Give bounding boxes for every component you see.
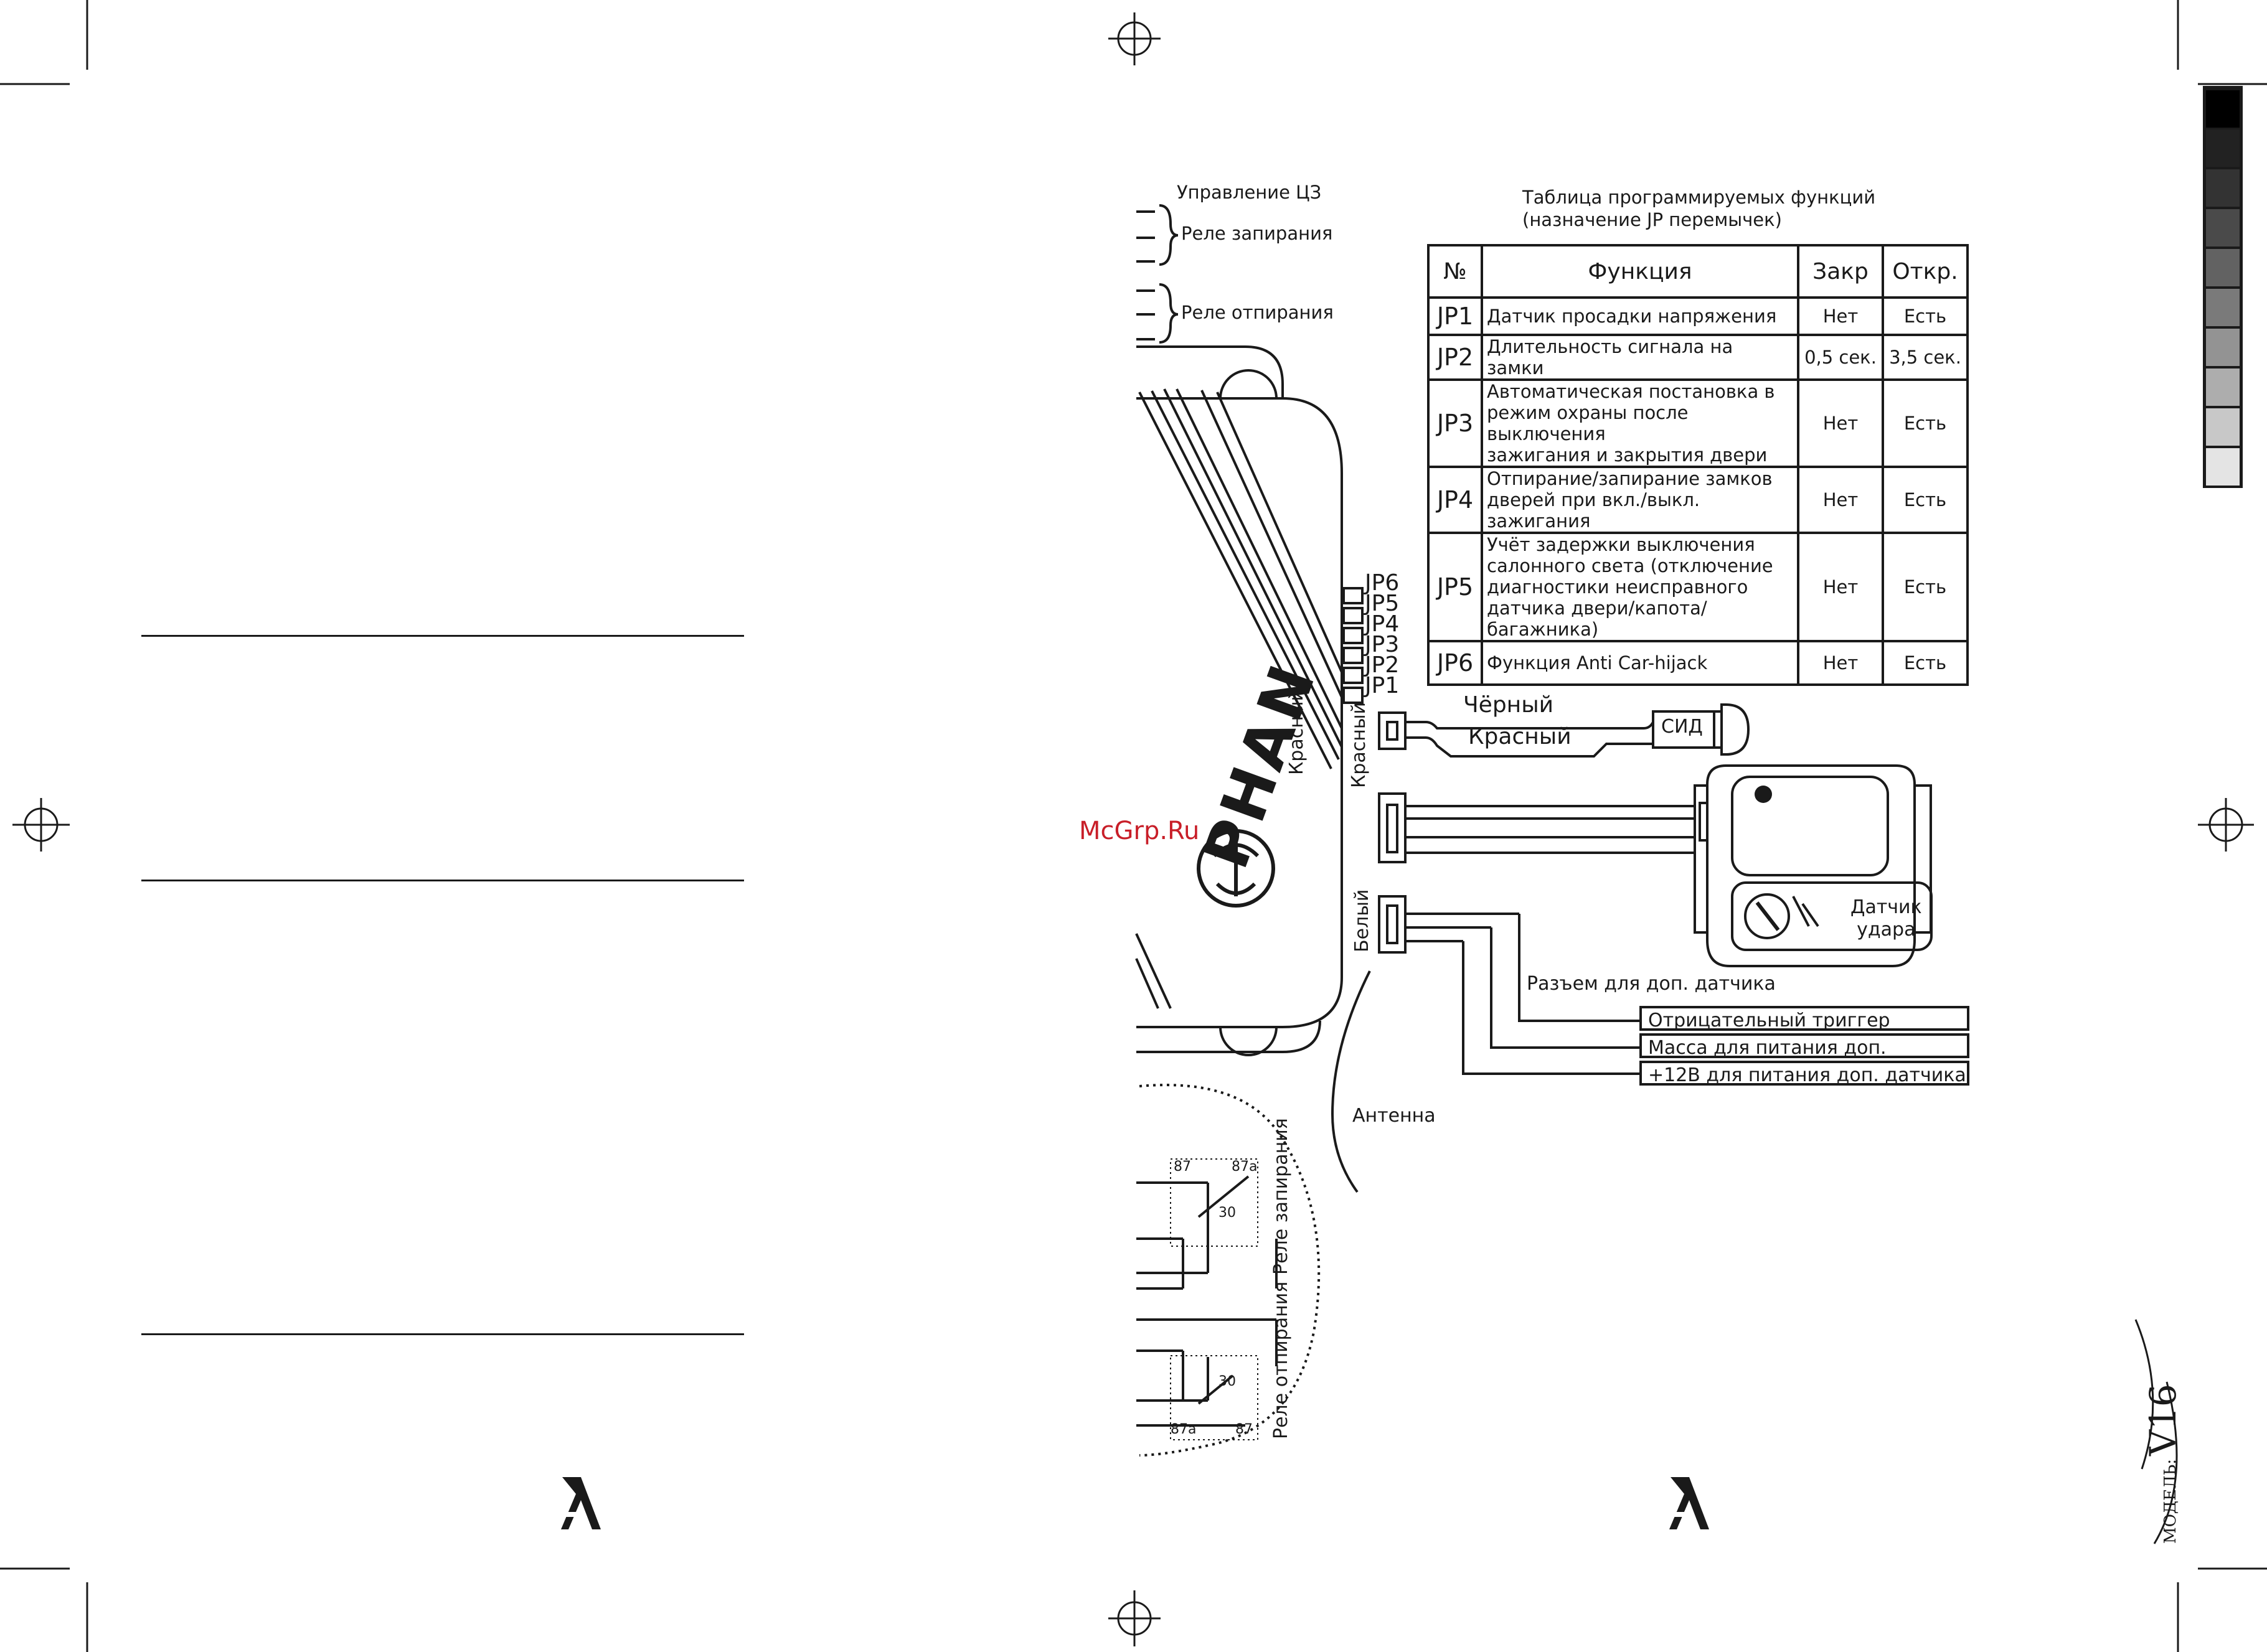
model-label: МОДЕЛЬ: V16 — [2142, 1384, 2184, 1544]
model-name: V16 — [2142, 1384, 2184, 1456]
extra-sensor-title: Разъем для доп. датчика — [1527, 973, 1776, 995]
jp-functions-table: № Функция Закр Откр. JP1 Датчик просадки… — [1427, 244, 1969, 686]
row-open: Есть — [1882, 378, 1969, 468]
table-subtitle: (назначение JP перемычек) — [1522, 209, 1782, 230]
jumper-jp1: JP1 — [1365, 673, 1400, 698]
rule-3 — [141, 1333, 744, 1335]
unlock-relay-pin-87: 87 — [1235, 1422, 1253, 1437]
row-num: JP5 — [1427, 532, 1483, 642]
row-open: Есть — [1882, 532, 1969, 642]
table-row: JP6 Функция Anti Car-hijack Нет Есть — [1427, 640, 1969, 686]
row-open: Есть — [1882, 296, 1969, 336]
row-open: Есть — [1882, 640, 1969, 686]
watermark-text: McGrp.Ru — [1079, 817, 1200, 845]
row-function: Датчик просадки напряжения — [1481, 296, 1799, 336]
rule-1 — [141, 635, 744, 637]
lambda-logo-left — [559, 1477, 601, 1529]
table-row: JP1 Датчик просадки напряжения Нет Есть — [1427, 296, 1969, 336]
lock-relay-pin-87: 87 — [1174, 1159, 1191, 1175]
central-lock-label: Управление ЦЗ — [1177, 182, 1322, 203]
col-function: Функция — [1481, 244, 1799, 299]
row-open: 3,5 сек. — [1882, 334, 1969, 381]
row-closed: 0,5 сек. — [1797, 334, 1884, 381]
row-closed: Нет — [1797, 532, 1884, 642]
lambda-logo-right — [1667, 1477, 1709, 1529]
extra-sensor-pin-ground: Масса для питания доп. датчика — [1639, 1033, 1969, 1084]
row-num: JP4 — [1427, 466, 1483, 534]
col-closed: Закр — [1797, 244, 1884, 299]
table-title: Таблица программируемых функций — [1522, 187, 1876, 208]
row-open: Есть — [1882, 466, 1969, 534]
unlock-relay-pin-30: 30 — [1218, 1374, 1236, 1389]
row-num: JP3 — [1427, 378, 1483, 468]
lock-relay-rotated-label: Реле запирания — [1270, 1118, 1292, 1275]
jumper-labels: JP6 JP5 JP4 JP3 JP2 JP1 — [1365, 570, 1400, 698]
row-closed: Нет — [1797, 466, 1884, 534]
unlock-relay-label: Реле отпирания — [1181, 302, 1334, 323]
led-label: СИД — [1661, 716, 1703, 738]
col-num: № — [1427, 244, 1483, 299]
row-closed: Нет — [1797, 640, 1884, 686]
unlock-relay-pin-87a: 87a — [1171, 1422, 1197, 1437]
rule-2 — [141, 880, 744, 881]
antenna-label: Антенна — [1352, 1105, 1436, 1127]
row-closed: Нет — [1797, 296, 1884, 336]
extra-sensor-pin-power: +12В для питания доп. датчика — [1639, 1061, 1969, 1086]
lock-relay-label: Реле запирания — [1181, 223, 1333, 244]
lock-relay-pin-87a: 87a — [1232, 1159, 1258, 1175]
model-prefix: МОДЕЛЬ: — [2161, 1458, 2180, 1544]
jumper-jp5: JP5 — [1365, 591, 1400, 616]
row-num: JP1 — [1427, 296, 1483, 336]
jumper-jp4: JP4 — [1365, 611, 1400, 637]
table-row: JP2 Длительность сигнала на замки 0,5 се… — [1427, 334, 1969, 381]
col-open: Откр. — [1882, 244, 1969, 299]
row-num: JP6 — [1427, 640, 1483, 686]
jumper-jp6: JP6 — [1365, 570, 1400, 596]
unlock-relay-rotated-label: Реле отпирания — [1270, 1281, 1292, 1439]
connector-white-label: Белый — [1351, 889, 1373, 952]
row-function: Длительность сигнала на замки — [1481, 334, 1799, 381]
black-wire-label: Чёрный — [1463, 692, 1554, 718]
row-closed: Нет — [1797, 378, 1884, 468]
red-wire-label: Красный — [1468, 724, 1572, 749]
row-num: JP2 — [1427, 334, 1483, 381]
lock-relay-pin-30: 30 — [1218, 1205, 1236, 1221]
shock-sensor-label: Датчик удара — [1850, 896, 1922, 941]
jumper-jp3: JP3 — [1365, 632, 1400, 657]
table-header-row: № Функция Закр Откр. — [1427, 244, 1969, 299]
extra-sensor-pin-trigger: Отрицательный триггер датчика — [1639, 1006, 1969, 1056]
row-function: Функция Anti Car-hijack — [1481, 640, 1799, 686]
jumper-jp2: JP2 — [1365, 652, 1400, 678]
